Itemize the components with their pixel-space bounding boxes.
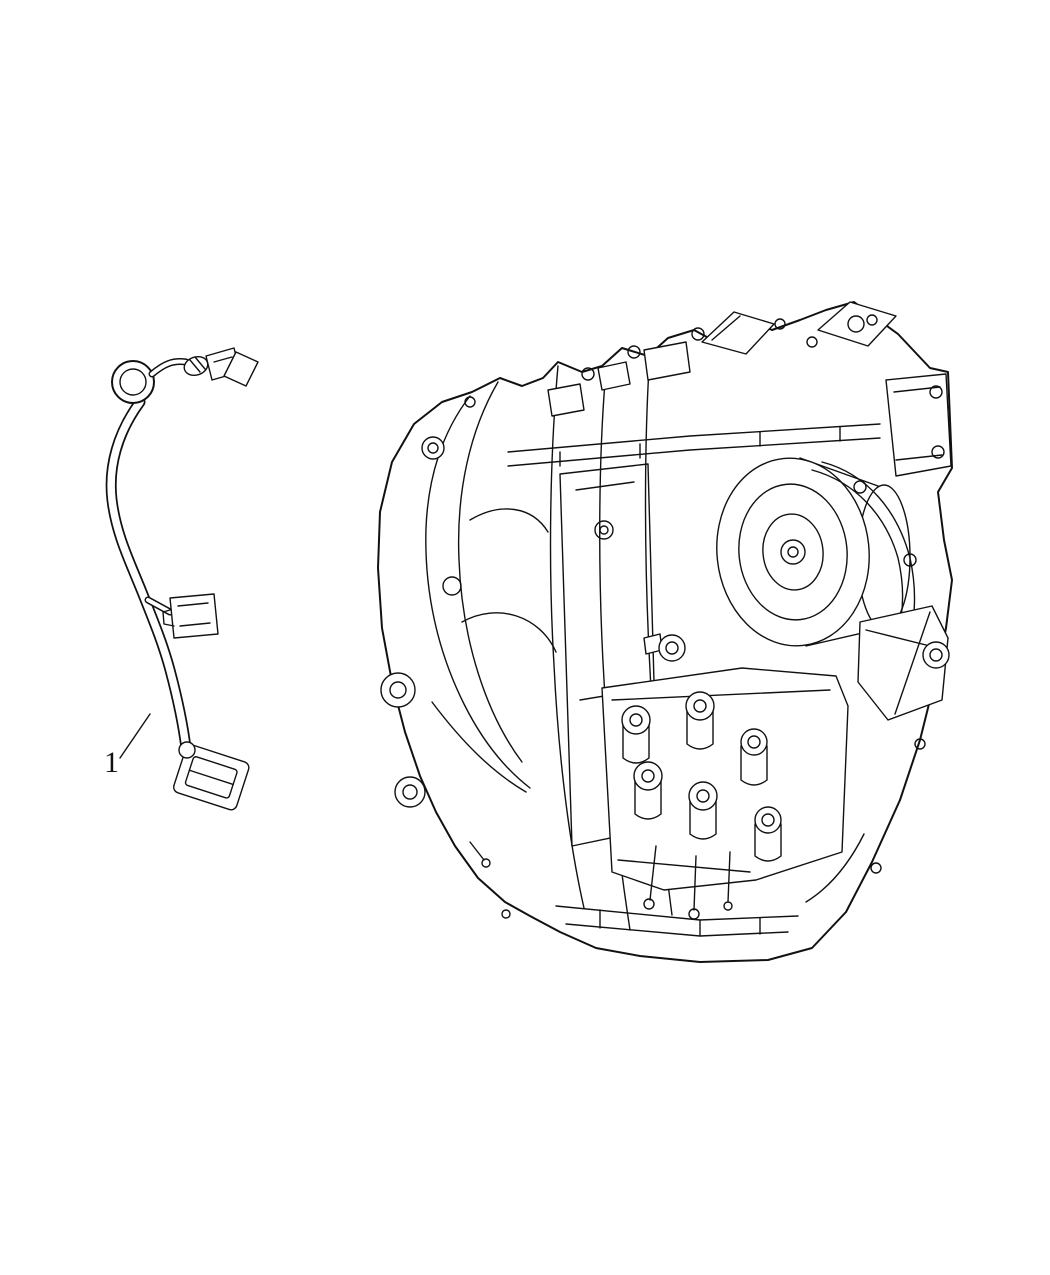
solenoid <box>633 761 663 820</box>
mounting-bosses <box>380 396 926 919</box>
solenoid <box>754 806 782 862</box>
upper-lead-wire <box>148 358 190 378</box>
main-connector <box>173 744 250 811</box>
solenoid <box>621 705 651 764</box>
solenoid <box>688 781 718 840</box>
right-cover-plate <box>885 373 952 477</box>
solenoids <box>621 691 782 920</box>
top-brackets <box>547 301 897 417</box>
range-sensor <box>643 633 686 662</box>
upper-connectors <box>205 347 259 387</box>
case-split-lines <box>507 423 881 467</box>
transaxle-assembly <box>377 301 953 963</box>
connector-boss <box>178 741 196 759</box>
output-bracket <box>857 605 950 721</box>
wiring-harness <box>105 347 259 811</box>
callout-label: 1 <box>104 746 119 779</box>
callout-leader-line <box>119 713 151 759</box>
valve-body <box>601 667 849 891</box>
inline-connector <box>144 593 219 639</box>
harness-cable <box>105 396 192 754</box>
clutch-drum <box>716 457 911 647</box>
solenoid <box>685 691 715 750</box>
callout-1: 1 <box>104 713 151 779</box>
valve-body-studs <box>643 845 733 920</box>
bell-housing-contours <box>425 381 557 793</box>
solenoid <box>740 728 768 786</box>
ring-terminal <box>111 360 155 404</box>
oil-pan <box>555 833 865 937</box>
